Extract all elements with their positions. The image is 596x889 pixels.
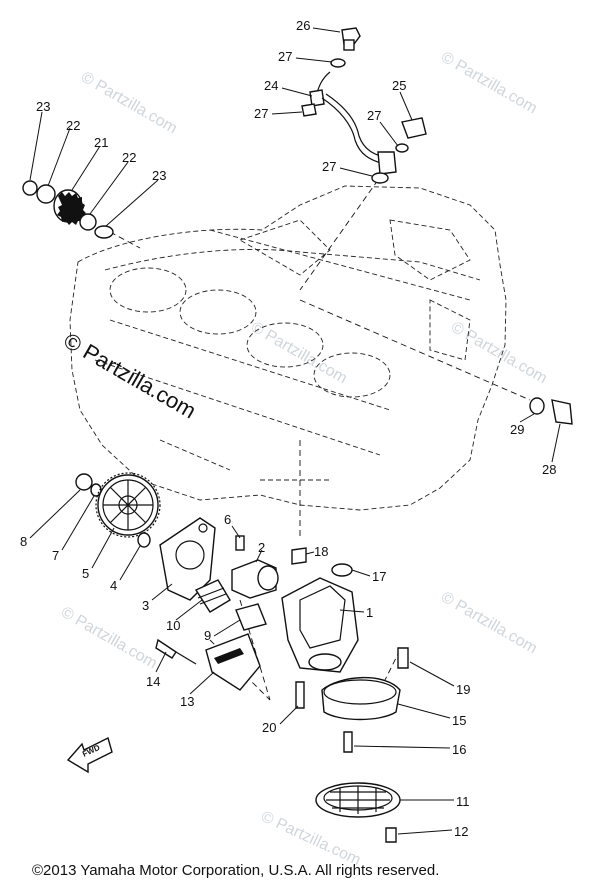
callout-label: 14 xyxy=(146,674,160,689)
callout-label: 3 xyxy=(142,598,149,613)
callout-label: 13 xyxy=(180,694,194,709)
callout-label: 22 xyxy=(122,150,136,165)
callout-label: 9 xyxy=(204,628,211,643)
callout-label: 29 xyxy=(510,422,524,437)
callout-label: 27 xyxy=(322,159,336,174)
callout-label: 23 xyxy=(36,99,50,114)
callout-label: 28 xyxy=(542,462,556,477)
callout-label: 18 xyxy=(314,544,328,559)
callout-label: 2 xyxy=(258,540,265,555)
callout-label: 4 xyxy=(110,578,117,593)
watermark: © Partzilla.com xyxy=(438,49,540,118)
fasteners-and-strainer xyxy=(155,638,409,843)
assembly-line xyxy=(379,649,401,691)
watermark: © Partzilla.com xyxy=(258,808,363,869)
callout-label: 7 xyxy=(52,548,59,563)
callout-label: 8 xyxy=(20,534,27,549)
callout-label: 27 xyxy=(367,108,381,123)
callout-label: 5 xyxy=(82,566,89,581)
callout-label: 12 xyxy=(454,824,468,839)
drain-plug-assembly xyxy=(529,397,573,425)
callout-label: 6 xyxy=(224,512,231,527)
callout-label: 23 xyxy=(152,168,166,183)
assembly-line xyxy=(299,299,531,401)
callout-label: 1 xyxy=(366,605,373,620)
callout-label: 21 xyxy=(94,135,108,150)
callout-label: 16 xyxy=(452,742,466,757)
callout-label: 10 xyxy=(166,618,180,633)
copyright-notice: ©2013 Yamaha Motor Corporation, U.S.A. A… xyxy=(32,862,440,879)
callout-label: 26 xyxy=(296,18,310,33)
callout-label: 27 xyxy=(278,49,292,64)
callout-label: 17 xyxy=(372,569,386,584)
callouts: 26 27 24 25 27 27 27 23 22 21 22 23 29 2… xyxy=(20,18,561,839)
callout-label: 22 xyxy=(66,118,80,133)
watermark: © Partzilla.com xyxy=(248,319,350,388)
crankcase-outline xyxy=(69,185,507,511)
watermark: © Partzilla.com xyxy=(78,69,180,138)
callout-label: 20 xyxy=(262,720,276,735)
oil-pump-gear xyxy=(75,472,161,548)
watermark: © Partzilla.com xyxy=(438,589,540,658)
callout-label: 25 xyxy=(392,78,406,93)
left-gear-assembly xyxy=(22,180,114,239)
callout-label: 15 xyxy=(452,713,466,728)
watermark: © Partzilla.com xyxy=(58,604,160,673)
watermark: © Partzilla.com xyxy=(448,319,550,388)
callout-label: 24 xyxy=(264,78,278,93)
callout-label: 19 xyxy=(456,682,470,697)
oil-pipe-assembly xyxy=(301,27,427,184)
forward-arrow-icon: FWD xyxy=(66,736,113,774)
oil-pump-body xyxy=(159,517,359,691)
assembly-line xyxy=(109,231,141,249)
callout-label: 27 xyxy=(254,106,268,121)
callout-label: 11 xyxy=(456,794,470,809)
assembly-line xyxy=(299,179,379,291)
